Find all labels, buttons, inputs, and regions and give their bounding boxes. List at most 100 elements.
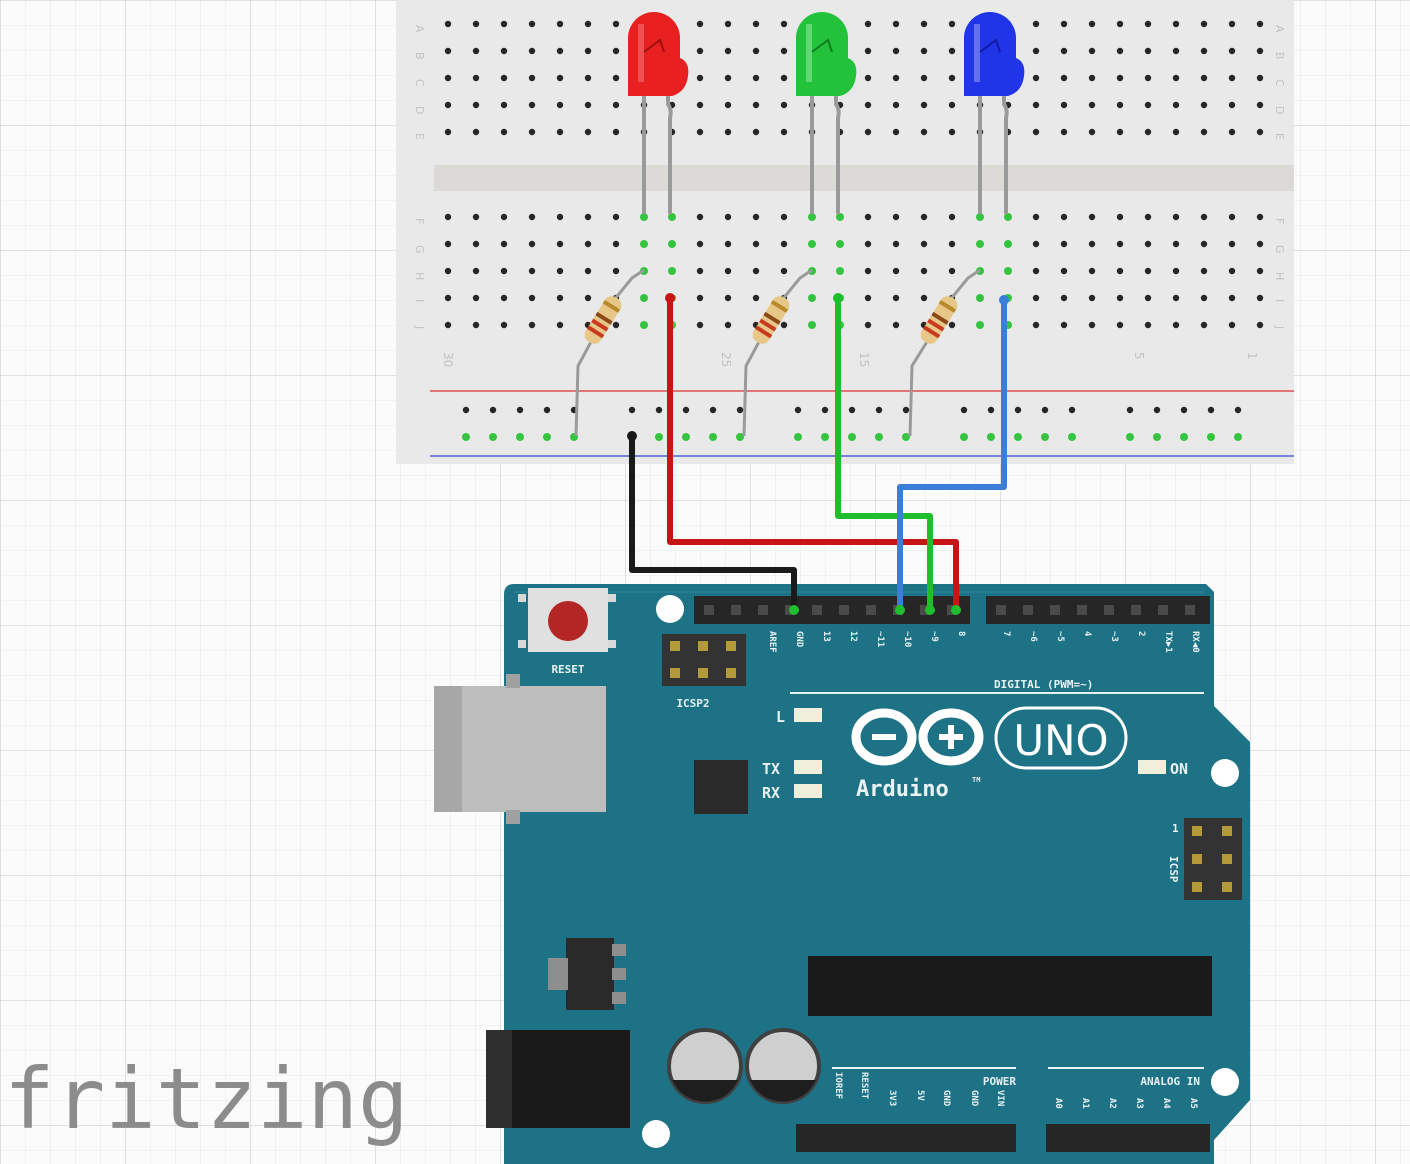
- breadboard-hole: [1088, 101, 1096, 109]
- breadboard-hole: [948, 240, 956, 248]
- breadboard-hole: [682, 433, 690, 441]
- breadboard-hole: [1228, 267, 1236, 275]
- header-pin: [1077, 605, 1087, 615]
- pin-label-8: 8: [956, 631, 966, 636]
- breadboard-hole: [584, 213, 592, 221]
- uno-logo-text: UNO: [1013, 716, 1108, 765]
- breadboard-hole: [864, 47, 872, 55]
- wire-ground[interactable]: [629, 436, 797, 610]
- breadboard-hole: [1256, 294, 1264, 302]
- breadboard-hole: [780, 20, 788, 28]
- row-letter-c-right: C: [1273, 79, 1286, 87]
- breadboard-hole: [948, 47, 956, 55]
- breadboard-hole: [1116, 47, 1124, 55]
- breadboard-hole: [516, 433, 524, 441]
- breadboard-hole: [500, 267, 508, 275]
- breadboard-hole: [902, 406, 910, 414]
- breadboard-hole: [892, 47, 900, 55]
- pin-label-a0: A0: [1053, 1098, 1063, 1109]
- breadboard-hole: [1180, 406, 1188, 414]
- breadboard-hole: [1200, 128, 1208, 136]
- breadboard-hole: [780, 267, 788, 275]
- resistor-2[interactable]: [742, 268, 813, 437]
- wire-green[interactable]: [835, 298, 933, 610]
- breadboard-hole: [948, 213, 956, 221]
- pin-label-a2: A2: [1107, 1098, 1117, 1109]
- wire-red[interactable]: [667, 298, 959, 610]
- breadboard-hole: [612, 213, 620, 221]
- breadboard-hole: [948, 321, 956, 329]
- breadboard-hole: [1032, 74, 1040, 82]
- breadboard-hole: [444, 294, 452, 302]
- reset-button[interactable]: [518, 588, 616, 652]
- header-pin: [1023, 605, 1033, 615]
- row-letter-d-right: D: [1273, 106, 1286, 114]
- icsp2-header: [662, 634, 746, 686]
- breadboard-hole: [444, 101, 452, 109]
- breadboard-hole: [1032, 240, 1040, 248]
- wire-endpoint: [951, 605, 961, 615]
- breadboard-hole: [472, 20, 480, 28]
- breadboard-hole: [864, 74, 872, 82]
- breadboard-hole: [696, 294, 704, 302]
- row-letter-j: J: [413, 325, 426, 329]
- breadboard-hole: [875, 433, 883, 441]
- resistor-1[interactable]: [574, 268, 645, 437]
- arduino-brand-text: Arduino: [856, 777, 949, 802]
- breadboard-hole: [920, 267, 928, 275]
- breadboard-hole: [752, 213, 760, 221]
- breadboard-center-channel: [434, 165, 1294, 191]
- led-red[interactable]: [628, 12, 689, 214]
- led-blue[interactable]: [964, 12, 1025, 214]
- breadboard-hole: [500, 321, 508, 329]
- breadboard-hole: [462, 433, 470, 441]
- breadboard-hole: [1144, 47, 1152, 55]
- led-green[interactable]: [796, 12, 857, 214]
- breadboard-hole: [528, 267, 536, 275]
- wire-blue[interactable]: [897, 300, 1007, 610]
- breadboard-hole: [472, 267, 480, 275]
- breadboard-hole: [1032, 101, 1040, 109]
- breadboard-hole: [836, 267, 844, 275]
- power-label: POWER: [983, 1075, 1016, 1088]
- breadboard-hole: [752, 294, 760, 302]
- breadboard-hole: [516, 406, 524, 414]
- pin-label-11: ~11: [875, 631, 885, 647]
- resistor-3[interactable]: [908, 268, 981, 437]
- breadboard-hole: [1200, 47, 1208, 55]
- usb-connector: [434, 674, 606, 824]
- atmega-chip: [808, 956, 1212, 1016]
- breadboard-hole: [1228, 294, 1236, 302]
- breadboard-hole: [987, 406, 995, 414]
- breadboard-hole: [1228, 213, 1236, 221]
- breadboard-hole: [556, 101, 564, 109]
- pin-label-vin: VIN: [995, 1090, 1005, 1106]
- breadboard-hole: [892, 294, 900, 302]
- breadboard-hole: [584, 47, 592, 55]
- breadboard-hole: [1144, 74, 1152, 82]
- breadboard-hole: [640, 213, 648, 221]
- breadboard-hole: [1234, 433, 1242, 441]
- breadboard-hole: [892, 321, 900, 329]
- breadboard-hole: [920, 240, 928, 248]
- breadboard-hole: [724, 240, 732, 248]
- breadboard-hole: [1200, 20, 1208, 28]
- breadboard-hole: [556, 74, 564, 82]
- row-letter-h: H: [413, 272, 426, 280]
- pin-label-12: 12: [848, 631, 858, 642]
- breadboard-hole: [724, 101, 732, 109]
- breadboard-hole: [1088, 47, 1096, 55]
- breadboard-hole: [1200, 213, 1208, 221]
- breadboard-hole: [892, 101, 900, 109]
- header-pin: [731, 605, 741, 615]
- column-number-30: 30: [441, 352, 455, 367]
- breadboard-hole: [556, 128, 564, 136]
- breadboard-hole: [655, 406, 663, 414]
- breadboard-hole: [724, 213, 732, 221]
- breadboard-hole: [724, 20, 732, 28]
- breadboard-hole: [875, 406, 883, 414]
- breadboard-hole: [836, 213, 844, 221]
- breadboard-hole: [500, 294, 508, 302]
- breadboard-hole: [500, 101, 508, 109]
- breadboard-hole: [528, 294, 536, 302]
